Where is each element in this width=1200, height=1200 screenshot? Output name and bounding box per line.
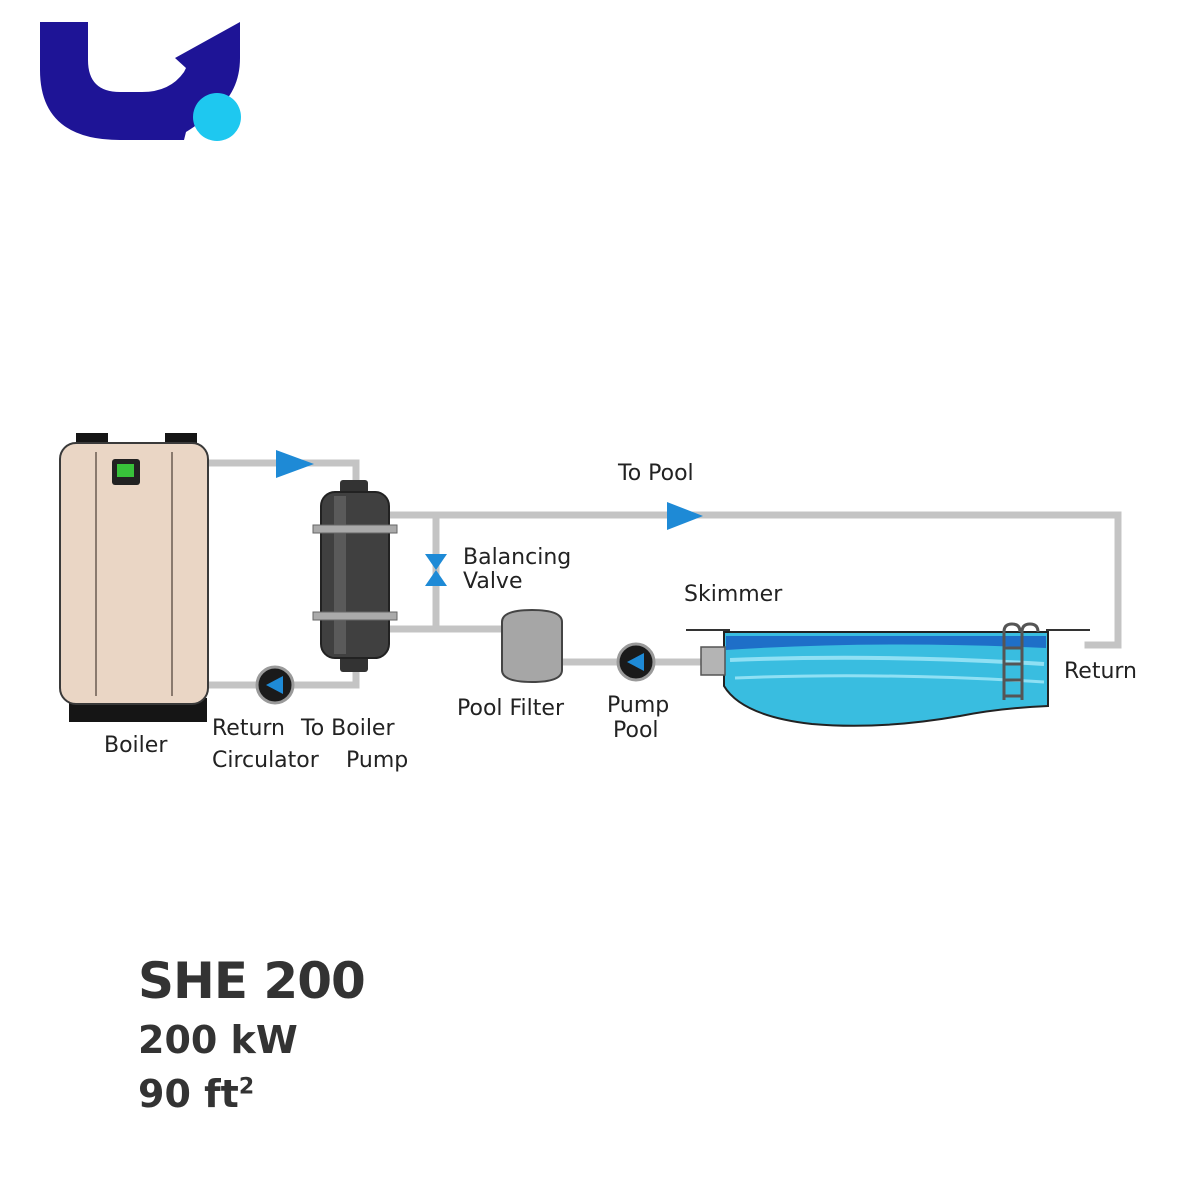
label-pool-filter: Pool Filter (457, 696, 564, 721)
flow-arrow-icon (276, 450, 703, 530)
pump-icon (255, 642, 656, 705)
brand-logo (40, 22, 241, 141)
heat-exchanger-icon (312, 480, 398, 672)
area-rating: 90 ft2 (138, 1072, 254, 1116)
model-name: SHE 200 (138, 952, 366, 1010)
balancing-valve-icon (425, 554, 447, 586)
pool-ladder-icon (1002, 622, 1040, 700)
area-value: 90 ft (138, 1072, 239, 1116)
label-return: Return (1064, 659, 1138, 684)
area-superscript: 2 (238, 1074, 255, 1100)
boiler-icon (59, 433, 209, 722)
label-to-pool: To Pool (618, 461, 694, 486)
power-rating: 200 kW (138, 1018, 298, 1062)
label-pump: Pump (346, 748, 409, 773)
label-pump-upper: Pump (607, 693, 670, 718)
label-to-boiler: To Boiler (301, 716, 395, 741)
label-return-upper: Return (212, 716, 286, 741)
label-pool: Pool (613, 718, 659, 743)
pool-filter-icon (501, 608, 563, 684)
label-boiler: Boiler (104, 733, 168, 758)
label-circulator: Circulator (212, 748, 319, 773)
label-skimmer: Skimmer (684, 582, 783, 607)
pool-icon (686, 629, 1090, 727)
label-balancing: Balancing (463, 545, 572, 570)
label-valve: Valve (463, 569, 523, 594)
